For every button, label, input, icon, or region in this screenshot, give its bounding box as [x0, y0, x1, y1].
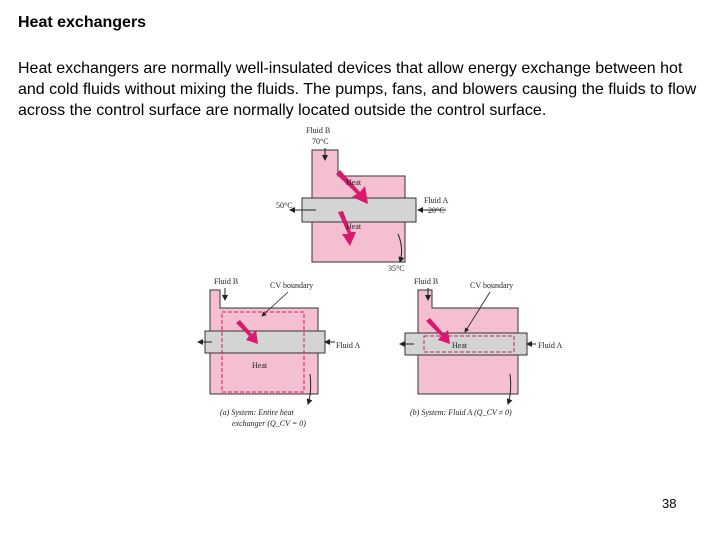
left-heat-exchanger-figure: Fluid B CV boundary Fluid A Heat (a) Sys… — [197, 277, 360, 428]
top-fluid-a-label: Fluid A — [424, 196, 448, 205]
left-caption-line2: exchanger (Q_CV = 0) — [232, 419, 306, 428]
top-fluid-a-pipe — [301, 197, 417, 223]
top-fluid-b-label: Fluid B — [306, 126, 330, 135]
right-caption: (b) System: Fluid A (Q_CV ≠ 0) — [410, 408, 512, 417]
right-cv-boundary-label: CV boundary — [470, 281, 513, 290]
top-heat-exchanger-figure: Fluid B 70°C Heat Heat Fluid A 20°C 50°C… — [276, 126, 448, 273]
right-cv-boundary — [423, 335, 515, 353]
slide-body-text: Heat exchangers are normally well-insula… — [18, 60, 697, 119]
left-caption-line1: (a) System: Entire heat — [220, 408, 294, 417]
top-fluid-a-temp-out: 50°C — [276, 201, 293, 210]
left-heat-arrow — [236, 320, 258, 344]
top-fluid-a-temp-in: 20°C — [428, 206, 445, 215]
top-fluid-b-temp-out: 35°C — [388, 264, 405, 273]
slide-title: Heat exchangers — [18, 14, 147, 31]
top-heat-label-upper: Heat — [346, 178, 362, 187]
right-heat-exchanger-figure: Fluid B CV boundary Heat Fluid A (b) Sys… — [399, 277, 562, 417]
page-number: 38 — [662, 496, 677, 511]
left-cv-boundary — [221, 311, 305, 393]
right-heat-arrow — [426, 318, 450, 344]
top-fluid-b-temp-in: 70°C — [312, 137, 329, 146]
right-fluid-a-label: Fluid A — [538, 341, 562, 350]
right-fluid-b-label: Fluid B — [414, 277, 438, 286]
left-heat-label: Heat — [252, 361, 268, 370]
top-heat-arrow-lower — [338, 211, 356, 246]
top-heat-arrow-upper — [336, 170, 368, 204]
left-cv-boundary-label: CV boundary — [270, 281, 313, 290]
left-fluid-b-label: Fluid B — [214, 277, 238, 286]
left-fluid-a-pipe — [204, 330, 326, 354]
right-heat-label: Heat — [452, 341, 468, 350]
top-heat-label-lower: Heat — [346, 222, 362, 231]
left-fluid-a-label: Fluid A — [336, 341, 360, 350]
